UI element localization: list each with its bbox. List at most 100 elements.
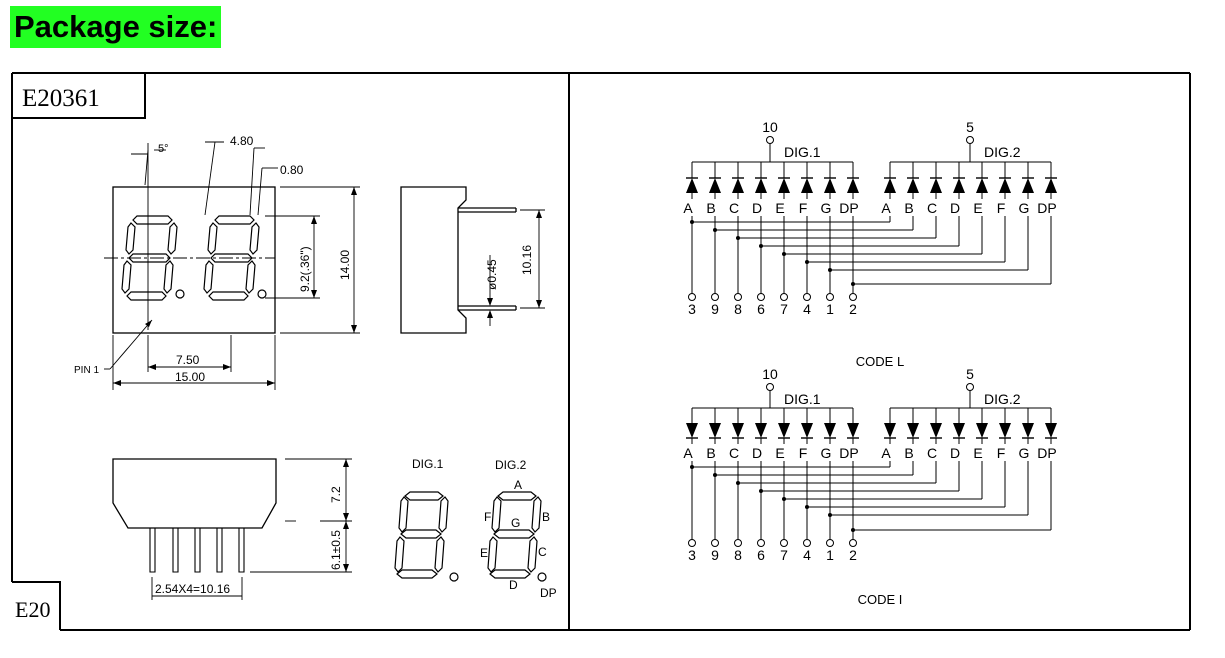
seg-label-g: G xyxy=(511,516,520,530)
diode-symbol xyxy=(1045,178,1057,193)
segment-label: A xyxy=(881,445,891,461)
dig2-label: DIG.2 xyxy=(495,458,527,472)
segment-label: D xyxy=(752,200,762,216)
segment-label: F xyxy=(997,200,1006,216)
segment-label: C xyxy=(927,445,937,461)
segment-label: A xyxy=(683,445,693,461)
common-pin-label: 10 xyxy=(762,119,778,135)
diode-symbol xyxy=(686,178,698,193)
pin-number: 1 xyxy=(826,547,834,563)
pitch-label: 4.80 xyxy=(230,134,254,148)
segment-labels: DIG.1 DIG.2 A B C D E F G DP xyxy=(412,457,557,600)
segment-label: F xyxy=(799,445,808,461)
pin-circle xyxy=(780,539,788,547)
pin-number: 6 xyxy=(757,301,765,317)
segment-label: E xyxy=(775,445,784,461)
seg-label-dp: DP xyxy=(540,586,557,600)
diode-symbol xyxy=(976,423,988,438)
digit-pitch-label: 7.50 xyxy=(176,353,200,367)
model-number: E20361 xyxy=(22,85,100,112)
page-title: Package size: xyxy=(10,6,222,48)
pin-circle xyxy=(780,293,788,301)
diode-symbol xyxy=(1022,178,1034,193)
pin-circle xyxy=(688,539,696,547)
segment-label: B xyxy=(706,445,715,461)
side-height-label: 10.16 xyxy=(520,245,534,275)
common-pin-circle xyxy=(966,383,974,391)
segment-label: G xyxy=(821,445,832,461)
segment-label: C xyxy=(729,445,739,461)
segment-label: A xyxy=(881,200,891,216)
pin1-label: PIN 1 xyxy=(74,365,99,376)
pin-number: 9 xyxy=(711,547,719,563)
junction-dot xyxy=(851,282,855,286)
diode-symbol xyxy=(847,423,859,438)
diode-symbol xyxy=(953,423,965,438)
pin-circle xyxy=(849,539,857,547)
drawing-frame xyxy=(11,72,1191,631)
pin-number: 6 xyxy=(757,547,765,563)
segment-label: D xyxy=(950,445,960,461)
seg-label-d: D xyxy=(509,578,518,592)
pin-circle xyxy=(734,293,742,301)
segment-digit-2 xyxy=(487,491,547,582)
pin-number: 8 xyxy=(734,301,742,317)
segment-label: B xyxy=(904,445,913,461)
segment-label: G xyxy=(821,200,832,216)
width-label: 15.00 xyxy=(175,370,205,384)
char-height-label: 9.2(.36") xyxy=(298,246,312,292)
diode-symbol xyxy=(732,178,744,193)
pin-number: 7 xyxy=(780,301,788,317)
segment-label: A xyxy=(683,200,693,216)
diode-symbol xyxy=(930,423,942,438)
pin-length-label: 6.1±0.5 xyxy=(329,530,343,570)
diode-symbol xyxy=(999,178,1011,193)
pin-number: 7 xyxy=(780,547,788,563)
junction-dot xyxy=(851,528,855,532)
pin-span-label: 2.54X4=10.16 xyxy=(155,582,230,596)
dig1-label: DIG.1 xyxy=(412,457,444,471)
pin-circle xyxy=(826,539,834,547)
front-view xyxy=(104,141,360,390)
segment-label: G xyxy=(1019,445,1030,461)
side-arrows xyxy=(487,210,542,318)
diode-symbol xyxy=(953,178,965,193)
pin-number: 1 xyxy=(826,301,834,317)
pin-circle xyxy=(688,293,696,301)
diode-symbol xyxy=(907,423,919,438)
diode-symbol xyxy=(686,423,698,438)
segment-label: G xyxy=(1019,200,1030,216)
segment-digit-1 xyxy=(394,491,459,582)
bottom-view xyxy=(112,458,352,600)
bottom-arrows xyxy=(343,459,349,572)
pin-number: 4 xyxy=(803,547,811,563)
seg-label-f: F xyxy=(484,510,491,524)
code-label: CODE L xyxy=(856,354,904,369)
diode-symbol xyxy=(732,423,744,438)
diode-symbol xyxy=(778,178,790,193)
pin-circle xyxy=(803,293,811,301)
diode-symbol xyxy=(1045,423,1057,438)
side-view xyxy=(400,186,545,334)
pin-number: 2 xyxy=(849,547,857,563)
series-label: E20 xyxy=(15,597,50,622)
digit-label: DIG.2 xyxy=(984,391,1021,407)
pin-number: 2 xyxy=(849,301,857,317)
pin-circle xyxy=(849,293,857,301)
common-pin-label: 5 xyxy=(966,366,974,382)
pin-circle xyxy=(711,293,719,301)
digit-label: DIG.1 xyxy=(784,391,821,407)
pin-dia-label: ø0.45 xyxy=(485,259,499,290)
segment-label: E xyxy=(973,445,982,461)
segment-view xyxy=(394,491,547,582)
diode-symbol xyxy=(884,423,896,438)
diode-symbol xyxy=(755,178,767,193)
segment-label: F xyxy=(997,445,1006,461)
segment-label: F xyxy=(799,200,808,216)
diode-symbol xyxy=(709,423,721,438)
height-label: 14.00 xyxy=(338,250,352,280)
seg-label-b: B xyxy=(542,510,550,524)
